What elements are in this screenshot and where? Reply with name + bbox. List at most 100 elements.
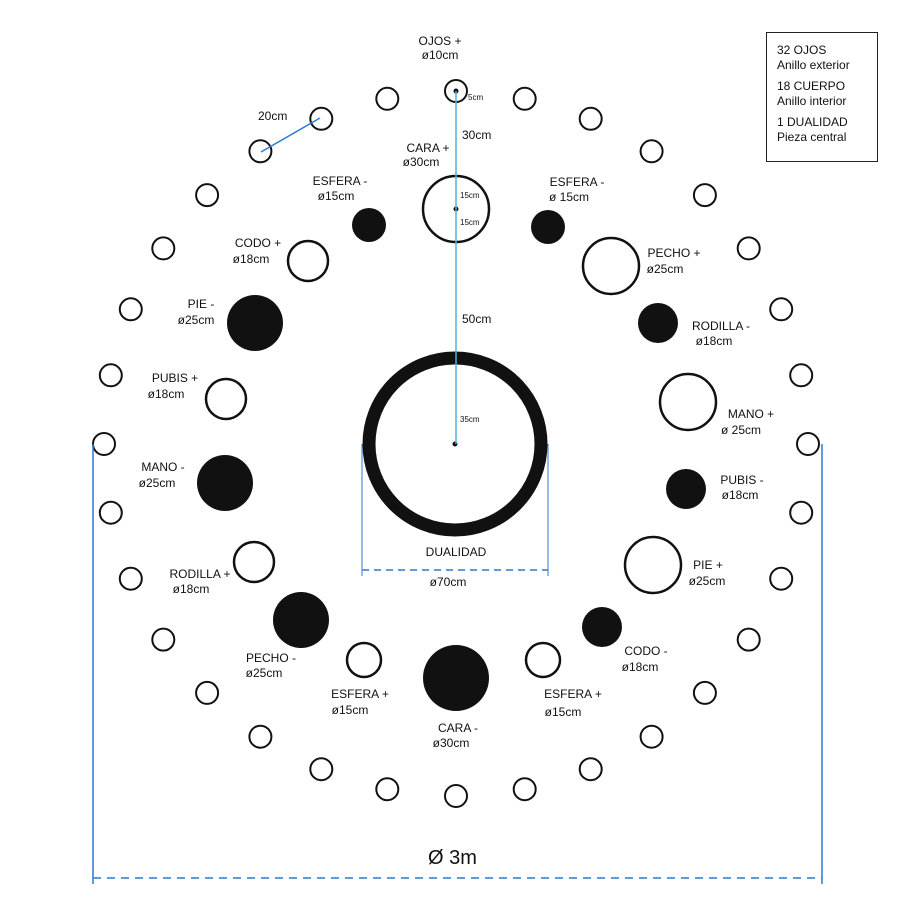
piece-esfera-tr [531,210,565,244]
legend-entry: 32 OJOS Anillo exterior [777,43,869,73]
spacing-line [260,117,321,153]
ojo-circle [375,86,400,111]
label-size: ø10cm [422,48,459,62]
ojo-circle [769,297,794,322]
label-name: MANO + [728,407,774,421]
ojo-circle [151,236,176,261]
ojo-circle [309,106,334,131]
legend-count: 18 CUERPO [777,79,846,93]
dim-cara-radius-bottom: 15cm [460,218,480,227]
legend-count: 1 DUALIDAD [777,115,848,129]
piece-esfera-br [524,641,562,679]
label-size: ø30cm [403,155,440,169]
legend: 32 OJOS Anillo exterior 18 CUERPO Anillo… [766,32,878,162]
legend-entry: 18 CUERPO Anillo interior [777,79,869,109]
ojo-circle [118,566,143,591]
label-size: ø 15cm [549,190,589,204]
ojo-circle [375,777,400,802]
label-name: CODO - [624,644,667,658]
label-name: CARA + [406,141,449,155]
labels: OJOS + ø10cm CARA + ø30cm ESFERA - ø15cm… [139,34,775,750]
label-name: PUBIS - [720,473,763,487]
ojo-circle [248,724,273,749]
label-size: ø15cm [545,705,582,719]
label-size: ø30cm [433,736,470,750]
label-size: ø70cm [430,575,467,589]
ojo-circle [248,139,273,164]
ojo-circle [92,432,116,456]
ojo-circle [578,106,603,131]
ojo-circle [195,183,220,208]
ojo-circle [98,500,123,525]
ojo-circle [692,183,717,208]
piece-pie-r [623,535,683,595]
piece-esfera-tl [352,208,386,242]
piece-mano-l [197,455,253,511]
ojo-circle [789,500,814,525]
label-name: CARA - [438,721,478,735]
dim-ojos-to-cara: 30cm [462,128,491,142]
label-name: RODILLA - [692,319,750,333]
dim-overall-diameter: Ø 3m [428,847,477,869]
label-name: PECHO - [246,651,296,665]
piece-codo-r [582,607,622,647]
dim-cara-radius-top: 15cm [460,191,480,200]
ojo-circle [98,363,123,388]
legend-count: 32 OJOS [777,43,827,57]
label-name: PIE + [693,558,723,572]
piece-pubis-r [666,469,706,509]
piece-cara-bottom [423,645,489,711]
inner-ring-cuerpo [197,174,718,711]
ojo-circle [151,627,176,652]
ojo-circle [195,680,220,705]
piece-pecho-l [273,592,329,648]
dim-spacing-outer: 20cm [258,109,287,123]
label-size: ø18cm [696,334,733,348]
piece-mano-r [658,372,718,432]
ojo-circle [769,566,794,591]
label-size: ø18cm [233,252,270,266]
label-size: ø18cm [148,387,185,401]
label-name: MANO - [141,460,184,474]
piece-pubis-l [204,377,248,421]
ojo-circle [639,724,664,749]
label-size: ø18cm [622,660,659,674]
ojo-circle [512,86,537,111]
piece-rodilla-l [232,540,276,584]
label-size: ø15cm [332,703,369,717]
label-name: PUBIS + [152,371,198,385]
label-name: OJOS + [418,34,461,48]
label-size: ø25cm [647,262,684,276]
label-size: ø25cm [689,574,726,588]
label-name: ESFERA + [331,687,389,701]
label-size: ø25cm [178,313,215,327]
ojo-circle [789,363,814,388]
label-size: ø 25cm [721,423,761,437]
label-size: ø15cm [318,189,355,203]
legend-description: Anillo exterior [777,58,850,72]
label-name: CODO + [235,236,281,250]
label-size: ø18cm [173,582,210,596]
piece-pecho-r [581,236,641,296]
dim-ojos-radius: 5cm [468,93,483,102]
label-name: PECHO + [647,246,700,260]
piece-codo-l [286,239,330,283]
ojo-circle [692,680,717,705]
ojo-circle [639,139,664,164]
piece-dualidad [362,351,548,537]
ojo-circle [578,757,603,782]
label-name: DUALIDAD [426,545,487,559]
outer-ring-ojos [92,86,820,808]
piece-pie-l [227,295,283,351]
label-name: PIE - [188,297,215,311]
piece-esfera-bl [345,641,383,679]
ojo-circle [736,236,761,261]
dim-dualidad-radius: 35cm [460,415,480,424]
label-size: ø25cm [246,666,283,680]
piece-rodilla-r [638,303,678,343]
ojo-circle [796,432,820,456]
ojo-circle [736,627,761,652]
dim-cara-to-dualidad: 50cm [462,312,491,326]
legend-entry: 1 DUALIDAD Pieza central [777,115,869,145]
